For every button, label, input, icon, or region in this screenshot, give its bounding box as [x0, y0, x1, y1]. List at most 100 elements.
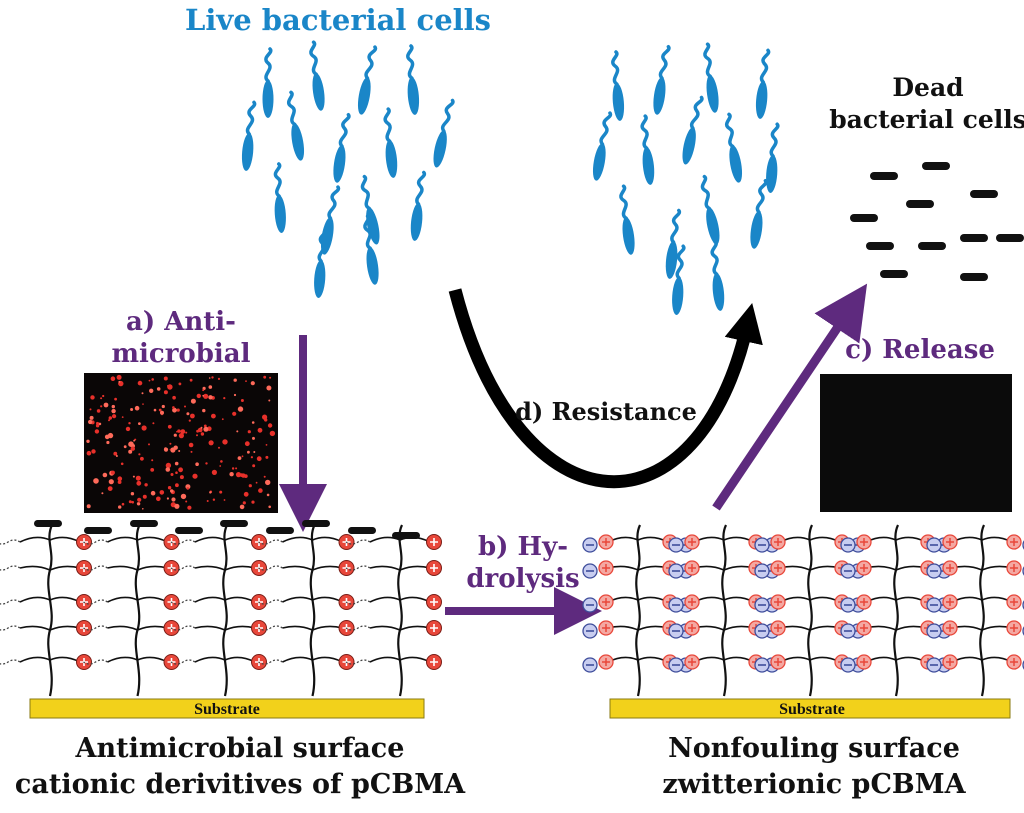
charge-pair	[840, 560, 872, 579]
charge-pair	[582, 560, 614, 579]
fluorescent-dot	[108, 419, 110, 422]
fluorescent-dot	[177, 429, 181, 433]
fluorescent-dot	[211, 376, 214, 379]
fluorescent-dot	[188, 442, 194, 448]
fluorescent-dot	[268, 505, 272, 509]
bacterium-icon	[665, 208, 682, 279]
bacterium-icon	[286, 90, 305, 161]
fluorescent-dot	[241, 455, 244, 458]
fluorescent-dot	[102, 472, 108, 478]
bacterium-icon	[710, 240, 725, 311]
fluorescent-dot	[180, 429, 186, 434]
fluorescent-dot	[170, 473, 174, 476]
live-bacteria-group-top	[241, 40, 455, 298]
charge-pair	[668, 620, 700, 639]
fluorescent-dot	[172, 395, 176, 400]
charge-pair	[926, 620, 958, 639]
fluorescent-dot	[110, 470, 115, 475]
fluorescent-dot	[153, 408, 157, 412]
fluorescent-dot	[118, 505, 122, 509]
dead-cells-title-line2: bacterial cells	[829, 105, 1024, 134]
charge-pair	[1006, 654, 1024, 670]
fluorescent-dot	[117, 476, 123, 482]
fluorescent-dot	[156, 496, 161, 502]
fluorescent-dot	[116, 374, 122, 380]
fluorescent-dot	[136, 480, 142, 486]
charge-pair	[582, 654, 614, 673]
fluorescent-dot	[176, 408, 180, 412]
fluorescent-dot	[205, 462, 208, 465]
fluorescent-dot	[156, 387, 161, 391]
bacterium-icon	[383, 107, 398, 178]
charge-pair	[582, 594, 614, 613]
charge-pair	[754, 654, 786, 673]
step-c-arrow	[712, 283, 868, 511]
fluorescent-dot	[142, 494, 147, 499]
charge-pair	[926, 560, 958, 579]
microscopy-image-antimicrobial	[84, 373, 278, 513]
fluorescent-dot	[113, 451, 118, 456]
fluorescent-dot	[137, 497, 142, 502]
fluorescent-dot	[200, 432, 205, 436]
charge-pair	[926, 594, 958, 613]
fluorescent-dot	[211, 413, 216, 419]
fluorescent-dot	[206, 500, 209, 502]
fluorescent-dot	[90, 395, 95, 400]
fluorescent-dot	[257, 427, 263, 433]
fluorescent-dot	[253, 451, 256, 453]
fluorescent-dot	[202, 408, 206, 413]
bacterium-icon	[750, 178, 768, 249]
charge-pair	[754, 620, 786, 639]
fluorescent-dot	[142, 403, 144, 405]
fluorescent-dot	[211, 469, 217, 475]
fluorescent-dot	[251, 500, 255, 504]
fluorescent-dot	[178, 433, 184, 439]
bacterium-icon	[333, 112, 351, 183]
fluorescent-dot	[180, 493, 187, 500]
step-b-label-line2: drolysis	[466, 564, 579, 594]
fluorescent-dot	[239, 504, 245, 510]
bacterium-icon	[653, 44, 671, 115]
fluorescent-dot	[235, 467, 238, 470]
fluorescent-dot	[222, 439, 228, 445]
fluorescent-dot	[130, 446, 135, 451]
dead-bacterium-icon	[850, 214, 878, 222]
charge-pair	[926, 654, 958, 673]
fluorescent-dot	[135, 475, 141, 481]
fluorescent-dot	[269, 376, 272, 379]
caption-left-line2: cationic derivitives of pCBMA	[15, 769, 466, 800]
bacterium-icon	[241, 100, 257, 171]
fluorescent-dot	[265, 444, 268, 446]
fluorescent-dot	[169, 442, 172, 445]
bacterium-icon	[703, 42, 719, 113]
fluorescent-dot	[142, 508, 144, 510]
bacterium-icon	[314, 227, 328, 298]
fluorescent-dot	[111, 404, 116, 409]
fluorescent-dot	[221, 418, 224, 421]
fluorescent-dot	[104, 434, 110, 440]
dead-bacterium-icon	[870, 172, 898, 180]
fluorescent-dot	[252, 436, 255, 440]
fluorescent-dot	[150, 490, 156, 496]
fluorescent-dot	[202, 394, 205, 397]
fluorescent-dot	[223, 397, 226, 400]
bacterium-icon	[640, 114, 655, 185]
fluorescent-dot	[237, 406, 244, 412]
fluorescent-dot	[88, 419, 93, 425]
substrate-right-label: Substrate	[779, 701, 845, 718]
fluorescent-dot	[203, 426, 209, 432]
fluorescent-dot	[190, 450, 193, 453]
fluorescent-dot	[173, 433, 177, 437]
fluorescent-dot	[190, 413, 195, 419]
fluorescent-dot	[120, 462, 124, 466]
fluorescent-dot	[190, 398, 196, 404]
fluorescent-dot	[245, 380, 247, 382]
charge-pair	[668, 654, 700, 673]
fluorescent-dot	[231, 467, 235, 470]
fluorescent-dot	[262, 414, 268, 420]
fluorescent-dot	[220, 460, 223, 463]
fluorescent-dot	[203, 393, 209, 399]
fluorescent-dot	[247, 430, 251, 434]
fluorescent-dot	[164, 447, 167, 450]
